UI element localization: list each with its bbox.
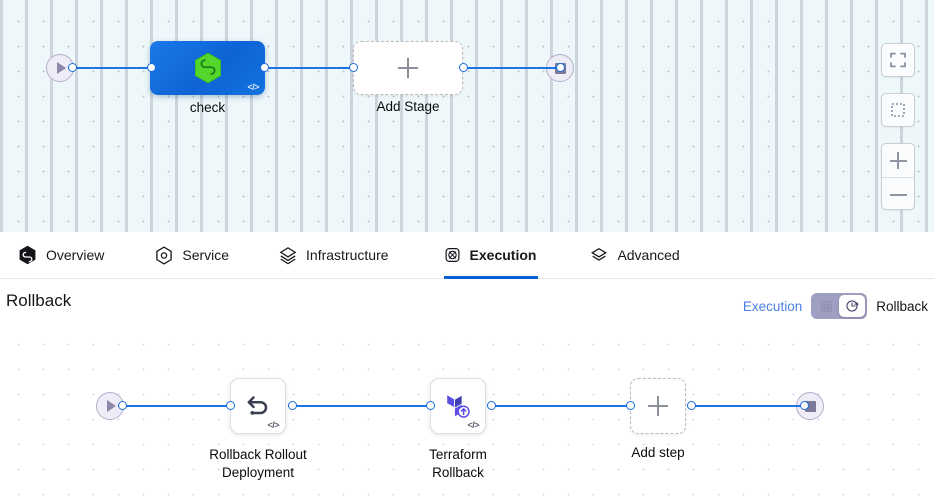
stage-port-end[interactable] [556,63,565,72]
add-stage-button[interactable] [353,41,463,95]
harness-hexagon-filled-icon [19,245,36,265]
add-stage-label: Add Stage [376,99,440,114]
expand-icon [890,52,906,68]
step-port-2-in[interactable] [426,401,435,410]
step-port-start[interactable] [118,401,127,410]
toggle-switch[interactable] [811,293,868,319]
stage-code-badge: </> [247,82,259,92]
zoom-in-button[interactable] [882,144,914,177]
pipeline-stage-canvas[interactable]: </> check Add Stage [0,0,934,232]
step-label-line1: Terraform [429,447,487,462]
step-node-terraform-rollback[interactable]: </> [430,378,486,434]
plus-icon [398,58,418,78]
tab-execution[interactable]: Execution [443,232,539,279]
plus-icon [648,396,668,416]
minus-icon [889,193,907,196]
step-link-2 [288,404,432,407]
page-title: Rollback [6,291,72,310]
play-icon [57,62,66,74]
tab-overview[interactable]: Overview [18,232,104,279]
harness-hexagon-icon [194,52,221,84]
tab-label: Service [182,247,230,263]
step-code-badge: </> [467,420,479,430]
step-port-add-out[interactable] [687,401,696,410]
plus-icon [889,152,907,169]
stage-link-3 [459,66,559,69]
tab-label: Advanced [617,247,680,263]
tab-label: Overview [46,247,105,263]
tab-label: Execution [469,247,537,263]
step-link-4 [687,404,803,407]
step-port-add-in[interactable] [626,401,635,410]
step-port-1-out[interactable] [288,401,297,410]
step-link-3 [487,404,631,407]
stage-tab-bar[interactable]: Overview Service Infrastructure Exe [0,232,934,279]
toggle-segment-rollback[interactable] [839,295,866,317]
zoom-controls[interactable] [881,143,915,210]
step-link-1 [118,404,230,407]
add-step-button[interactable] [630,378,686,434]
stop-icon [804,400,816,412]
step-port-end[interactable] [800,401,809,410]
play-icon [107,400,116,412]
undo-rollback-icon [247,396,268,415]
step-code-badge: </> [267,420,279,430]
step-port-1-in[interactable] [226,401,235,410]
service-hexagon-icon [156,245,173,265]
rollback-header: Rollback Execution [0,279,934,326]
toggle-label-execution[interactable]: Execution [742,298,803,314]
tab-service[interactable]: Service [155,232,229,279]
rollback-clock-icon [846,300,859,312]
stage-port-add-out[interactable] [459,63,468,72]
tab-advanced[interactable]: Advanced [590,232,680,279]
step-label-rollback-rollout-deployment: Rollback Rollout Deployment [188,446,328,482]
select-area-button[interactable] [881,93,915,127]
stage-port-add-in[interactable] [349,63,358,72]
stage-node-check[interactable]: </> [150,41,265,95]
tab-infrastructure[interactable]: Infrastructure [279,232,389,279]
step-node-rollback-rollout-deployment[interactable]: </> [230,378,286,434]
stage-label-check: check [189,100,226,115]
layers-icon [279,246,297,264]
terraform-rollback-icon [447,395,470,418]
toggle-label-rollback[interactable]: Rollback [876,298,928,314]
step-port-2-out[interactable] [487,401,496,410]
stage-link-2 [260,66,356,69]
stage-port-check-in[interactable] [147,63,156,72]
step-label-line1: Rollback Rollout [209,447,307,462]
zoom-out-button[interactable] [882,177,914,209]
add-step-label: Add step [631,445,685,460]
stage-link-1 [68,66,158,69]
step-label-line2: Rollback [432,465,484,480]
execution-icon [820,300,832,312]
step-label-line2: Deployment [221,465,295,480]
execution-icon [445,248,460,262]
advanced-layers-icon [591,247,608,261]
canvas-dot-grid [0,0,934,232]
step-label-terraform-rollback: Terraform Rollback [388,446,528,482]
execution-rollback-toggle[interactable]: Execution [743,293,928,319]
fit-to-screen-button[interactable] [881,43,915,77]
stage-port-start[interactable] [68,63,77,72]
stage-port-check-out[interactable] [260,63,269,72]
dashed-square-icon [891,103,905,117]
rollback-step-canvas[interactable]: </> Rollback Rollout Deployment </> Terr… [0,326,934,500]
toggle-segment-execution[interactable] [813,295,839,317]
tab-label: Infrastructure [306,247,389,263]
